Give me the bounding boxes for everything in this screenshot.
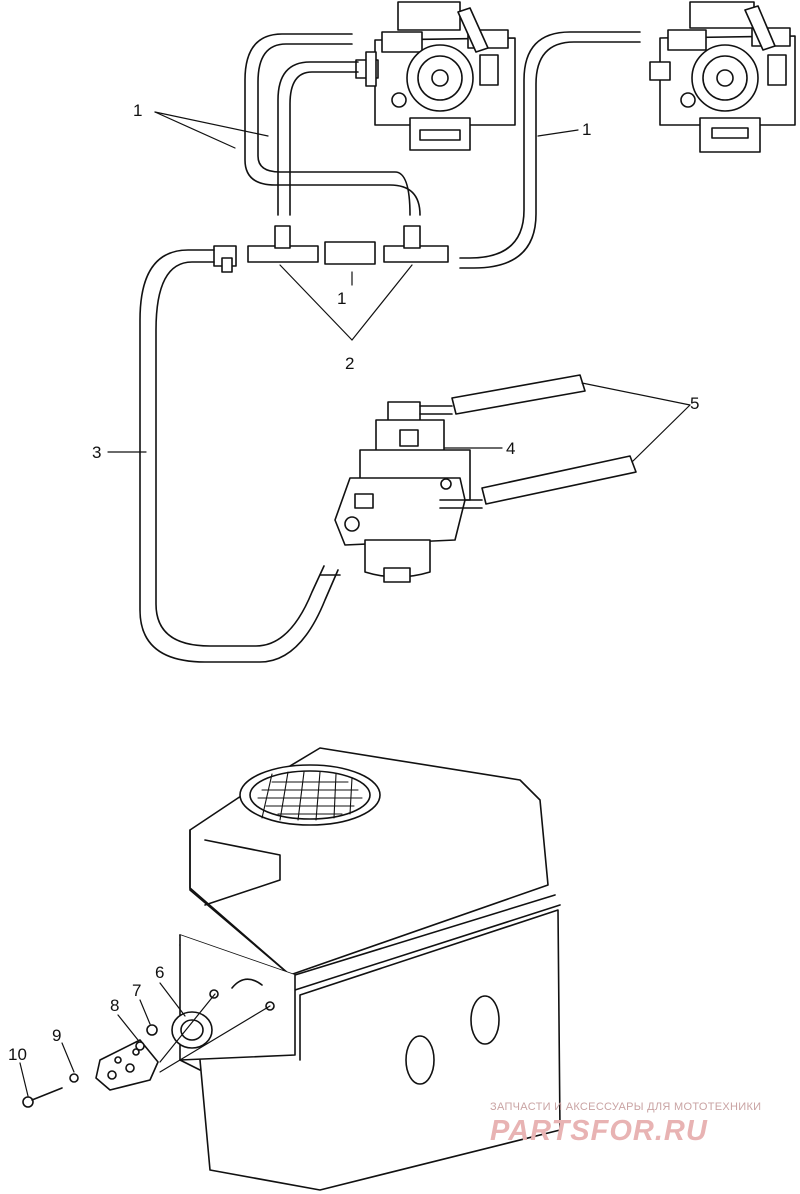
screw-10 — [22, 1087, 63, 1108]
fuel-petcock — [95, 1039, 159, 1091]
fuel-hose-long — [139, 249, 341, 663]
callout-3: 3 — [92, 443, 102, 462]
fuel-tank — [179, 747, 561, 1191]
washer-7 — [146, 1024, 158, 1036]
carburetor-right — [649, 1, 796, 153]
callout-2: 2 — [345, 354, 355, 373]
gasket — [171, 1011, 213, 1049]
callout-1-center: 1 — [337, 289, 347, 308]
callout-6: 6 — [155, 963, 165, 982]
tee-fittings — [213, 225, 449, 273]
vent-hoses — [244, 31, 641, 269]
callout-8: 8 — [110, 996, 120, 1015]
leader-lines — [19, 111, 691, 1097]
callout-1-top-left: 1 — [133, 101, 143, 120]
callout-4: 4 — [506, 439, 516, 458]
callout-10: 10 — [8, 1045, 27, 1064]
watermark-logo: PARTSFOR.RU — [490, 1115, 708, 1147]
callout-7: 7 — [132, 981, 142, 1000]
fuel-pump — [334, 401, 483, 583]
callout-9: 9 — [52, 1026, 62, 1045]
callout-1-right: 1 — [582, 120, 592, 139]
callout-5: 5 — [690, 394, 700, 413]
lockwasher-8 — [135, 1041, 145, 1051]
pump-hoses — [451, 374, 637, 505]
carburetor-left — [355, 1, 516, 151]
washer-9 — [69, 1073, 79, 1083]
watermark-tagline: ЗАПЧАСТИ И АКСЕССУАРЫ ДЛЯ МОТОТЕХНИКИ — [490, 1101, 762, 1113]
